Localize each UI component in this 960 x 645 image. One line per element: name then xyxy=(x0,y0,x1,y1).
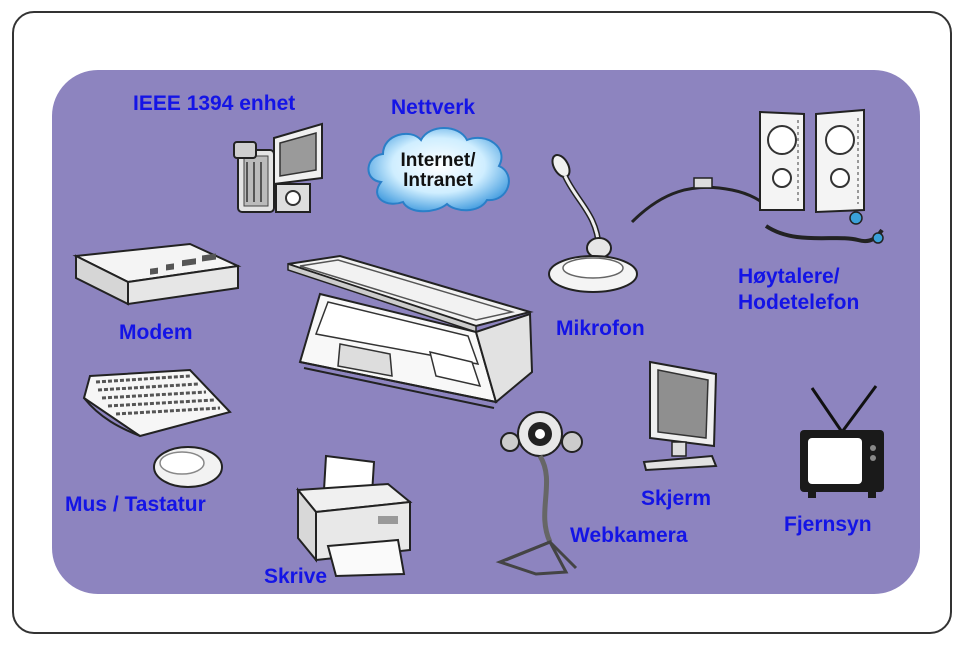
microphone-icon xyxy=(548,154,638,293)
label-tv: Fjernsyn xyxy=(784,513,872,536)
label-speakers-1: Høytalere/ xyxy=(738,265,840,288)
label-webcam: Webkamera xyxy=(570,524,688,547)
tv-icon xyxy=(800,385,884,498)
label-microphone: Mikrofon xyxy=(556,317,645,340)
label-modem: Modem xyxy=(119,321,193,344)
label-network: Nettverk xyxy=(391,96,476,119)
speakers-icon xyxy=(759,108,884,244)
label-monitor: Skjerm xyxy=(641,487,712,510)
cloud-text-line2: Intranet xyxy=(403,170,473,191)
webcam-icon xyxy=(495,411,583,576)
label-printer: Skrive xyxy=(264,565,328,588)
mouse-icon xyxy=(153,446,223,488)
keyboard-icon xyxy=(82,368,232,438)
cloud-text-line1: Internet/ xyxy=(401,150,477,171)
modem-icon xyxy=(72,242,242,306)
monitor-icon xyxy=(642,360,718,472)
camcorder-icon xyxy=(233,122,323,213)
label-mouse-keyboard: Mus / Tastatur xyxy=(65,493,206,516)
label-speakers-2: Hodetelefon xyxy=(738,291,860,314)
laptop-icon xyxy=(287,254,534,409)
printer-icon xyxy=(295,454,413,578)
label-ieee-1394: IEEE 1394 enhet xyxy=(133,92,296,115)
cloud-icon: Internet/ Intranet xyxy=(367,127,510,213)
